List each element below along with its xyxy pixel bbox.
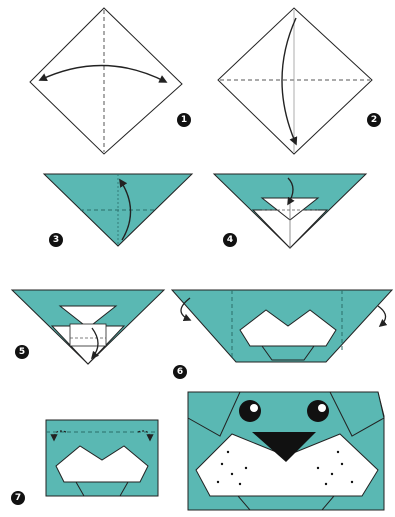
step-number: 5 — [19, 347, 25, 357]
step-number: 1 — [181, 115, 187, 125]
step-badge-2: 2 — [367, 113, 381, 127]
step-number: 6 — [177, 367, 183, 377]
finished-dog-face — [188, 392, 384, 510]
step-6-diagram — [172, 290, 392, 362]
step-badge-1: 1 — [177, 113, 191, 127]
step-2-diagram — [218, 8, 372, 154]
step-badge-4: 4 — [223, 233, 237, 247]
step-1-diagram — [30, 8, 182, 154]
step-badge-7: 7 — [11, 491, 25, 505]
chin-flap — [76, 482, 128, 496]
step-badge-5: 5 — [15, 345, 29, 359]
step-number: 7 — [15, 493, 21, 503]
step-7-diagram — [46, 420, 158, 496]
step-number: 2 — [371, 115, 377, 125]
step-number: 4 — [227, 235, 233, 245]
mountain-fold-arrow-icon — [378, 306, 386, 326]
step-5-diagram — [12, 290, 164, 364]
paper-square — [30, 8, 182, 154]
step-badge-3: 3 — [49, 233, 63, 247]
step-4-diagram — [214, 174, 366, 248]
eye-icon — [239, 400, 261, 422]
paper-square — [218, 8, 372, 154]
inner-square — [70, 324, 106, 346]
step-badge-6: 6 — [173, 365, 187, 379]
step-3-diagram — [44, 174, 192, 246]
chin-flap — [238, 496, 334, 510]
eye-icon — [307, 400, 329, 422]
step-number: 3 — [53, 235, 59, 245]
